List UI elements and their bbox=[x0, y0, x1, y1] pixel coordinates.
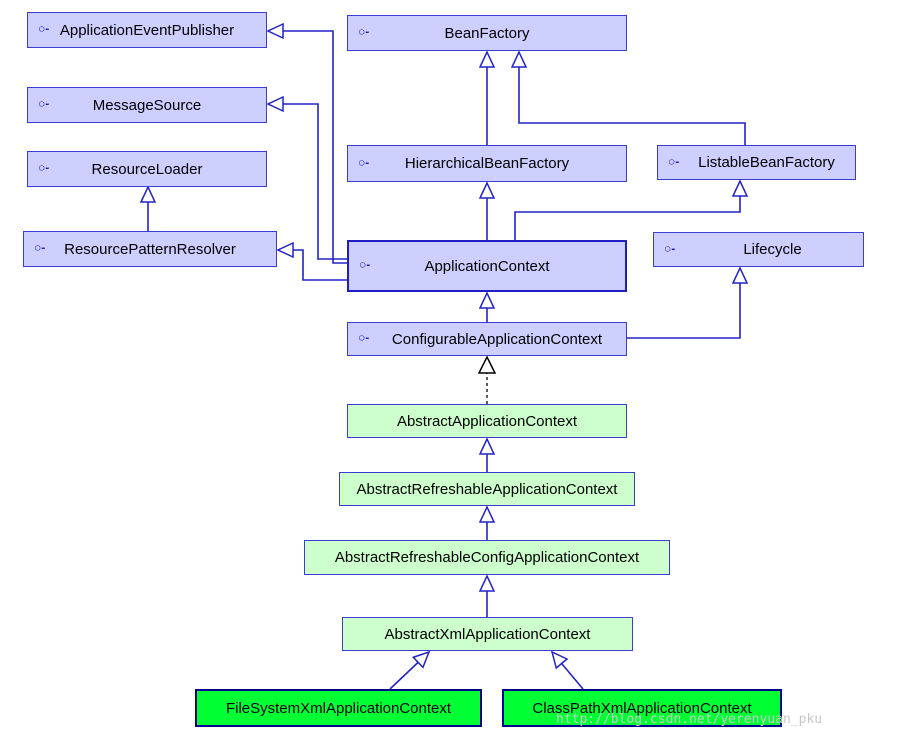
node-label: HierarchicalBeanFactory bbox=[404, 155, 570, 172]
edge-filesystem-to-xml bbox=[389, 652, 429, 690]
interface-icon: ○- bbox=[358, 24, 370, 39]
interface-lifecycle: ○- Lifecycle bbox=[653, 232, 864, 267]
interface-resource-loader: ○- ResourceLoader bbox=[27, 151, 267, 187]
node-label: ClassPathXmlApplicationContext bbox=[532, 699, 752, 717]
interface-icon: ○- bbox=[358, 330, 370, 345]
node-label: AbstractRefreshableApplicationContext bbox=[356, 480, 618, 498]
class-abstract-refreshable-config-application-context: AbstractRefreshableConfigApplicationCont… bbox=[304, 540, 670, 575]
interface-listable-bean-factory: ○- ListableBeanFactory bbox=[657, 145, 856, 180]
class-class-path-xml-application-context: ClassPathXmlApplicationContext bbox=[502, 689, 782, 727]
node-label: ApplicationContext bbox=[424, 257, 550, 275]
edge-context-to-resource-pattern-resolver bbox=[278, 250, 348, 281]
interface-resource-pattern-resolver: ○- ResourcePatternResolver bbox=[23, 231, 277, 267]
node-label: Lifecycle bbox=[743, 241, 802, 258]
edge-context-to-event-publisher bbox=[268, 31, 348, 264]
interface-application-event-publisher: ○- ApplicationEventPublisher bbox=[27, 12, 267, 48]
node-label: AbstractXmlApplicationContext bbox=[384, 625, 591, 643]
interface-message-source: ○- MessageSource bbox=[27, 87, 267, 123]
class-abstract-refreshable-application-context: AbstractRefreshableApplicationContext bbox=[339, 472, 635, 506]
node-label: ResourceLoader bbox=[91, 160, 203, 178]
node-label: ApplicationEventPublisher bbox=[59, 21, 235, 39]
node-label: ListableBeanFactory bbox=[698, 154, 835, 171]
interface-icon: ○- bbox=[358, 155, 370, 170]
node-label: AbstractRefreshableConfigApplicationCont… bbox=[334, 549, 640, 566]
watermark: http://blog.csdn.net/yerenyuan_pku bbox=[556, 712, 823, 727]
node-label: ConfigurableApplicationContext bbox=[391, 330, 603, 348]
edge-listable-to-bean-factory bbox=[519, 52, 746, 145]
interface-icon: ○- bbox=[668, 154, 680, 169]
interface-hierarchical-bean-factory: ○- HierarchicalBeanFactory bbox=[347, 145, 627, 182]
node-label: MessageSource bbox=[92, 96, 202, 114]
node-label: AbstractApplicationContext bbox=[396, 412, 578, 430]
interface-bean-factory: ○- BeanFactory bbox=[347, 15, 627, 51]
interface-icon: ○- bbox=[38, 96, 50, 111]
interface-application-context: ○- ApplicationContext bbox=[347, 240, 627, 292]
edge-context-to-listable bbox=[514, 181, 740, 240]
interface-icon: ○- bbox=[38, 160, 50, 175]
node-label: BeanFactory bbox=[444, 24, 530, 42]
edge-classpath-to-xml bbox=[552, 652, 584, 690]
interface-icon: ○- bbox=[359, 257, 371, 272]
interface-icon: ○- bbox=[34, 240, 46, 255]
node-label: FileSystemXmlApplicationContext bbox=[225, 699, 452, 717]
interface-icon: ○- bbox=[664, 241, 676, 256]
class-file-system-xml-application-context: FileSystemXmlApplicationContext bbox=[195, 689, 482, 727]
class-abstract-application-context: AbstractApplicationContext bbox=[347, 404, 627, 438]
node-label: ResourcePatternResolver bbox=[64, 240, 236, 258]
edge-context-to-message-source bbox=[268, 104, 348, 260]
class-abstract-xml-application-context: AbstractXmlApplicationContext bbox=[342, 617, 633, 651]
interface-icon: ○- bbox=[38, 21, 50, 36]
edge-configurable-to-lifecycle bbox=[627, 268, 740, 339]
interface-configurable-application-context: ○- ConfigurableApplicationContext bbox=[347, 322, 627, 356]
